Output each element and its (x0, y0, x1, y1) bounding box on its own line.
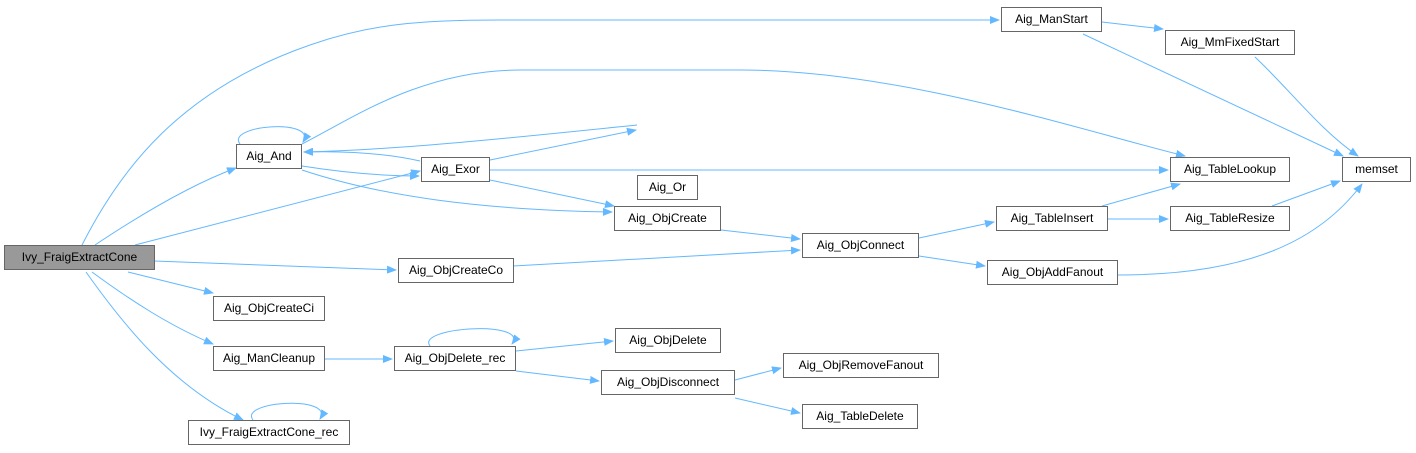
edge-mmfixedstart-memset (1254, 56, 1359, 157)
edge-addfanout-memset (1117, 183, 1363, 276)
edge-objcreate-objconnect (720, 229, 801, 242)
node-aig-tablelookup[interactable]: Aig_TableLookup (1170, 157, 1290, 182)
edge-cone-manstart (81, 16, 1000, 246)
edge-exor-objcreate (489, 179, 615, 209)
edge-manstart-memset (1082, 33, 1344, 157)
edge-and-objcreate (301, 169, 613, 216)
node-aig-objremovefanout[interactable]: Aig_ObjRemoveFanout (783, 353, 939, 378)
node-ivy-fraigextractcone-rec[interactable]: Ivy_FraigExtractCone_rec (188, 420, 350, 445)
edge-cone-and (94, 167, 237, 246)
node-aig-mmfixedstart[interactable]: Aig_MmFixedStart (1165, 30, 1295, 55)
node-aig-objdisconnect[interactable]: Aig_ObjDisconnect (601, 370, 735, 395)
edge-or-and (303, 124, 638, 156)
node-aig-objdelete[interactable]: Aig_ObjDelete (615, 328, 721, 353)
edge-and-self (237, 126, 312, 145)
edge-objdisconnect-tabledelete (734, 397, 801, 415)
node-ivy-fraigextractcone[interactable]: Ivy_FraigExtractCone (4, 245, 155, 270)
edge-exor-and (303, 147, 421, 162)
edge-cone-cone-rec (85, 271, 244, 421)
edge-tableinsert-tablelookup (1101, 182, 1181, 207)
node-aig-objdelete-rec[interactable]: Aig_ObjDelete_rec (394, 346, 516, 371)
edge-objdisconnect-removefanout (734, 366, 782, 381)
edge-cone-objcreateci (127, 271, 214, 295)
node-aig-tableresize[interactable]: Aig_TableResize (1170, 206, 1290, 231)
node-memset[interactable]: memset (1342, 157, 1411, 182)
node-aig-or[interactable]: Aig_Or (637, 175, 698, 200)
edge-objcreateco-objconnect (512, 246, 801, 267)
edge-exor-or (489, 127, 637, 161)
edge-objdelete-rec-objdelete (515, 337, 614, 352)
edge-cone-exor (134, 169, 421, 246)
node-aig-objconnect[interactable]: Aig_ObjConnect (802, 233, 919, 258)
edge-and-exor (301, 165, 420, 180)
edge-objdelete-rec-self (428, 328, 521, 347)
node-aig-tableinsert[interactable]: Aig_TableInsert (996, 206, 1108, 231)
node-aig-manstart[interactable]: Aig_ManStart (1001, 7, 1102, 32)
node-aig-objcreateco[interactable]: Aig_ObjCreateCo (398, 258, 514, 283)
edge-cone-objcreateco (153, 260, 397, 274)
edge-objconnect-tableinsert (918, 219, 995, 239)
node-aig-tabledelete[interactable]: Aig_TableDelete (802, 404, 918, 429)
edge-manstart-mmfixedstart (1101, 21, 1164, 32)
node-aig-objcreateci[interactable]: Aig_ObjCreateCi (213, 296, 325, 321)
node-aig-mancleanup[interactable]: Aig_ManCleanup (213, 346, 325, 371)
edge-objconnect-addfanout (918, 255, 986, 269)
node-aig-objcreate[interactable]: Aig_ObjCreate (614, 206, 721, 231)
node-aig-exor[interactable]: Aig_Exor (421, 157, 490, 182)
node-aig-and[interactable]: Aig_And (236, 144, 302, 169)
edge-objdelete-rec-objdisconnect (515, 370, 600, 384)
edge-cone-rec-self (250, 402, 329, 421)
edge-and-tablelookup (301, 69, 1186, 158)
node-aig-objaddfanout[interactable]: Aig_ObjAddFanout (987, 260, 1118, 285)
edge-cone-mancleanup (91, 271, 214, 345)
edge-tableresize-memset (1271, 180, 1341, 207)
